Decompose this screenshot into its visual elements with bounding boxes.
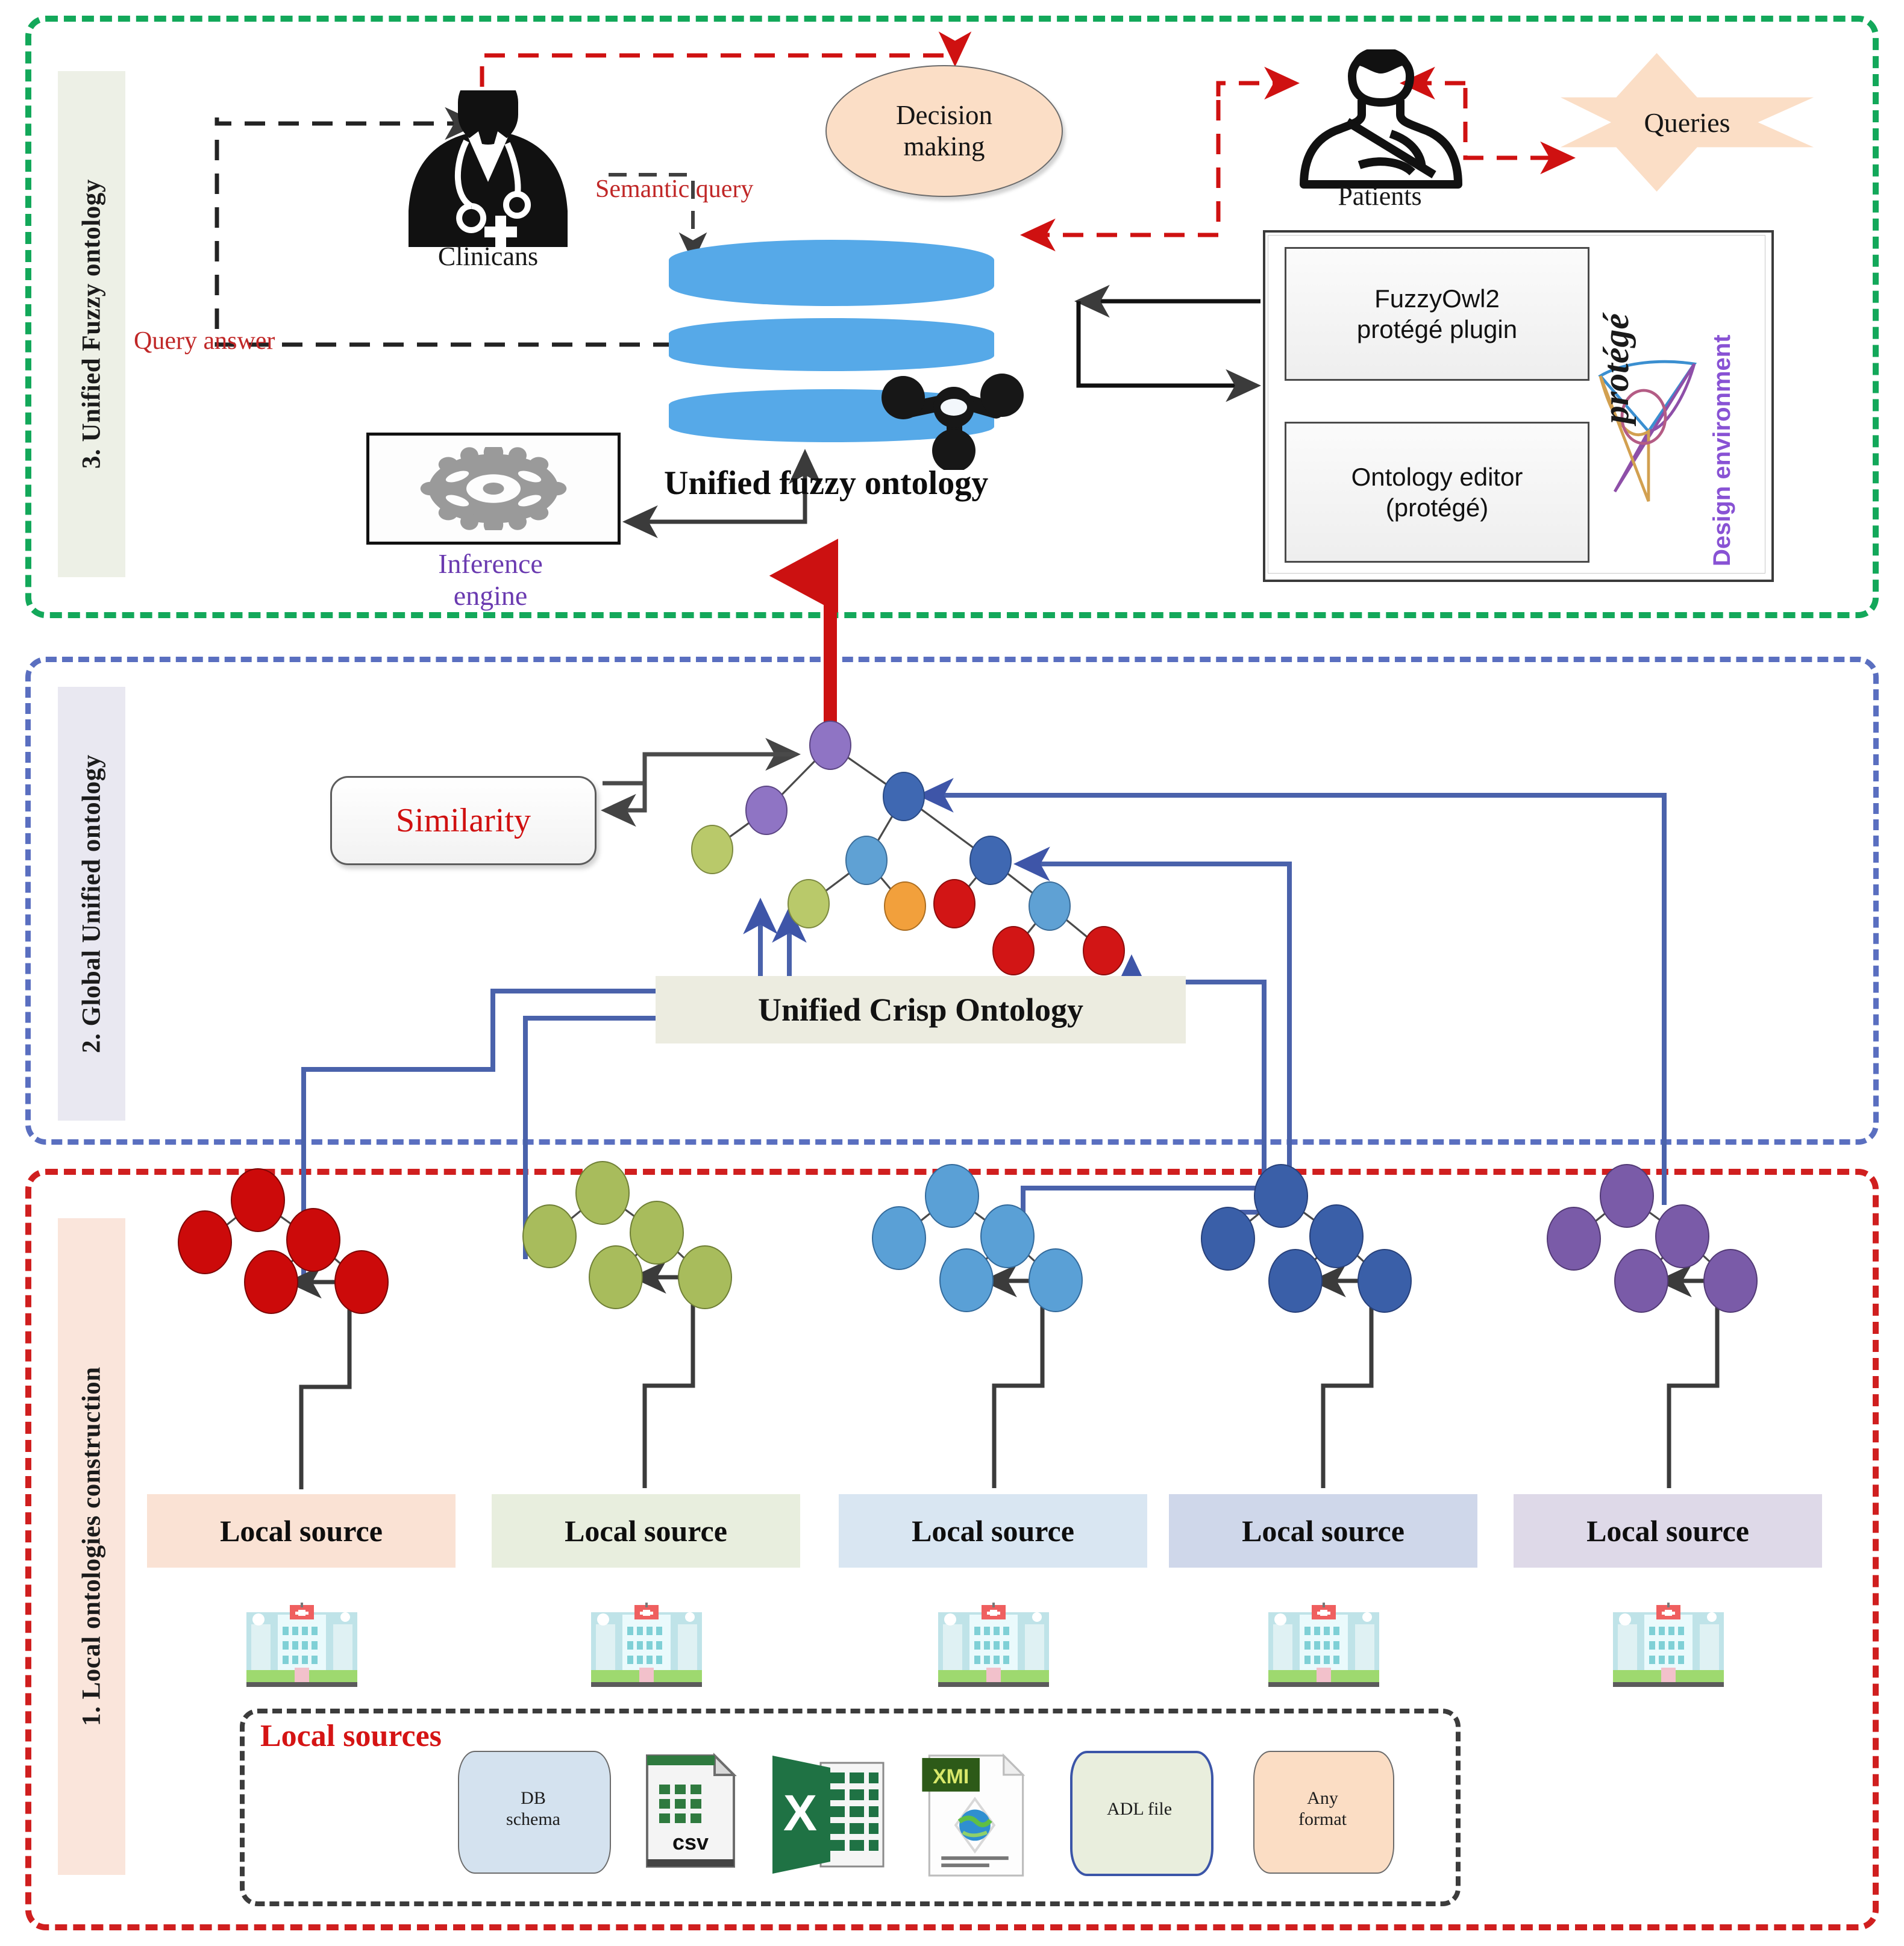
unified-fuzzy-ontology-database-icon [669,240,994,463]
format-adl-file[interactable]: ADL file [1070,1751,1213,1876]
clinician-icon [409,90,568,247]
db-schema-line-1: DB [521,1788,546,1808]
hospital-icon-3 [938,1603,1049,1687]
decision-line-2: making [903,131,985,161]
semantic-query-label: Semantic query [595,175,754,203]
queries-label: Queries [1644,107,1730,138]
queries-node[interactable]: Queries [1561,53,1814,192]
design-environment-inner-border [1268,235,1765,574]
unified-fuzzy-ontology-label: Unified fuzzy ontology [664,465,989,502]
adl-line-1: ADL [1106,1799,1144,1819]
fuzzyowl2-line-2: protégé plugin [1356,315,1518,343]
format-excel[interactable]: X [768,1751,888,1877]
hospital-icon-5 [1613,1603,1724,1687]
local-source-box-5[interactable]: Local source [1514,1494,1822,1568]
hospital-icon-1 [246,1603,357,1687]
inference-engine-line-1: Inference [438,548,543,579]
format-db-schema[interactable]: DB schema [458,1751,611,1874]
inference-engine-line-2: engine [453,580,528,611]
molecule-icon [882,374,1024,470]
section-label-global-unified-ontology: 2. Global Unified ontology [58,687,125,1121]
svg-text:csv: csv [672,1830,709,1854]
similarity-node[interactable]: Similarity [330,776,597,865]
format-any-format[interactable]: Any format [1253,1751,1394,1874]
protege-wordmark: protégé [1596,313,1636,424]
section-frame-global-unified-ontology [25,657,1879,1145]
design-environment-label: Design environment [1709,334,1735,566]
patient-icon [1300,49,1462,189]
xmi-file-icon: XMI [922,1753,1026,1877]
section-label-unified-fuzzy-ontology: 3. Unified Fuzzy ontology [58,71,125,577]
local-source-box-2[interactable]: Local source [492,1494,800,1568]
decision-line-1: Decision [896,99,992,130]
excel-file-icon: X [772,1756,885,1874]
hospital-icon-4 [1268,1603,1379,1687]
format-csv[interactable]: csv [642,1751,739,1871]
any-format-line-1: Any [1307,1788,1338,1808]
gear-icon [420,447,567,530]
patients-label: Patients [1338,181,1422,211]
any-format-line-2: format [1298,1809,1347,1829]
ontology-editor-protege-box[interactable]: Ontology editor (protégé) [1285,422,1589,563]
adl-line-2: file [1148,1799,1173,1819]
fuzzyowl2-protege-plugin-box[interactable]: FuzzyOwl2 protégé plugin [1285,247,1589,381]
svg-text:XMI: XMI [933,1765,969,1788]
protege-logo-icon [1598,360,1697,502]
local-sources-title: Local sources [260,1719,442,1753]
ontology-editor-line-1: Ontology editor [1351,462,1523,491]
section-label-local-ontologies-construction: 1. Local ontologies construction [58,1218,125,1875]
section-frame-unified-fuzzy-ontology [25,16,1879,618]
format-xmi[interactable]: XMI [917,1751,1032,1880]
clinicians-label: Clinicans [437,242,539,271]
inference-engine-box [366,433,621,545]
local-source-box-3[interactable]: Local source [839,1494,1147,1568]
query-answer-label: Query answer [134,327,275,355]
db-schema-line-2: schema [506,1809,560,1829]
svg-text:X: X [783,1785,817,1841]
unified-crisp-ontology-label: Unified Crisp Ontology [656,976,1186,1043]
fuzzyowl2-line-1: FuzzyOwl2 [1374,284,1500,313]
local-source-box-1[interactable]: Local source [147,1494,456,1568]
csv-file-icon: csv [646,1753,737,1868]
local-source-box-4[interactable]: Local source [1169,1494,1477,1568]
decision-making-node[interactable]: Decision making [825,65,1063,197]
hospital-icon-2 [591,1603,702,1687]
inference-engine-caption: Inference engine [366,548,615,612]
ontology-editor-line-2: (protégé) [1385,493,1489,522]
